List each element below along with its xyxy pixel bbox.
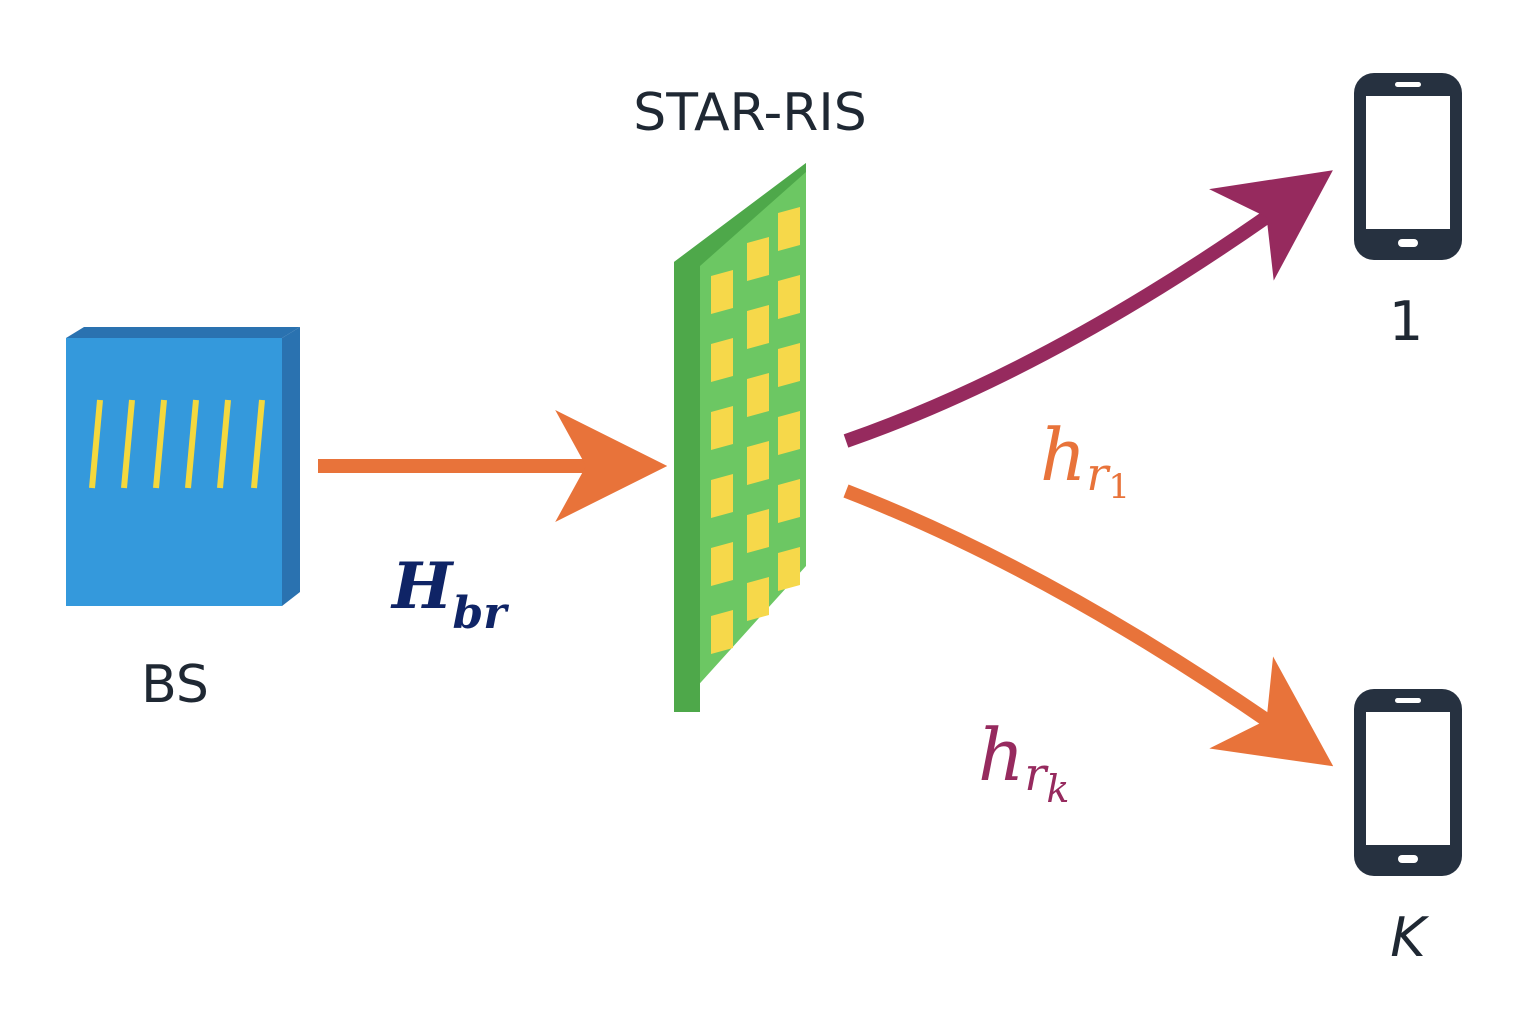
antenna-element xyxy=(251,399,265,489)
ris-element xyxy=(711,542,733,586)
base-station-icon xyxy=(66,327,300,606)
antenna-element xyxy=(121,399,135,489)
bs-top-face xyxy=(66,327,300,338)
channel-label-hrk: hrk xyxy=(978,713,1069,811)
bs-antenna-array xyxy=(89,399,265,489)
ris-front-face xyxy=(674,163,806,712)
ris-element xyxy=(711,474,733,518)
star-ris-panel-icon xyxy=(674,163,806,712)
ris-element xyxy=(778,207,800,251)
ris-element xyxy=(711,406,733,450)
ris-element xyxy=(778,275,800,319)
ris-element xyxy=(747,577,769,621)
ris-element xyxy=(747,237,769,281)
ris-to-user-1-arrow xyxy=(843,170,1333,448)
phone-screen-user-k xyxy=(1366,712,1450,845)
ris-to-user-k-arrow xyxy=(843,484,1334,767)
ris-element-grid xyxy=(711,207,800,654)
ris-element xyxy=(711,610,733,654)
phone-speaker-user-k xyxy=(1395,698,1421,703)
ris-element xyxy=(747,509,769,553)
phone-speaker-user-1 xyxy=(1395,82,1421,87)
smartphone-icon xyxy=(1354,689,1462,876)
ris-element xyxy=(711,338,733,382)
antenna-element xyxy=(217,399,231,489)
antenna-element xyxy=(89,399,103,489)
phone-home-button-user-k xyxy=(1398,855,1418,863)
smartphone-icon xyxy=(1354,73,1462,260)
channel-label-hbr: Hbr xyxy=(390,549,509,639)
ris-element xyxy=(778,479,800,523)
antenna-element xyxy=(153,399,167,489)
channel-label-hr1: hr1 xyxy=(1040,413,1130,507)
ris-element xyxy=(778,547,800,591)
star-ris-label: STAR-RIS xyxy=(633,83,867,143)
antenna-element xyxy=(185,399,199,489)
ris-element xyxy=(747,441,769,485)
ris-element xyxy=(711,270,733,314)
phone-home-button-user-1 xyxy=(1398,239,1418,247)
ris-element xyxy=(778,411,800,455)
ris-element xyxy=(747,305,769,349)
ris-element xyxy=(778,343,800,387)
ris-element xyxy=(747,373,769,417)
phone-screen-user-1 xyxy=(1366,96,1450,229)
user-k-label: K xyxy=(1390,906,1429,969)
bs-side-face xyxy=(282,327,300,606)
user-1-label: 1 xyxy=(1389,290,1423,353)
ris-side-face xyxy=(674,163,806,712)
bs-label: BS xyxy=(141,655,209,715)
bs-front-face xyxy=(66,338,282,606)
